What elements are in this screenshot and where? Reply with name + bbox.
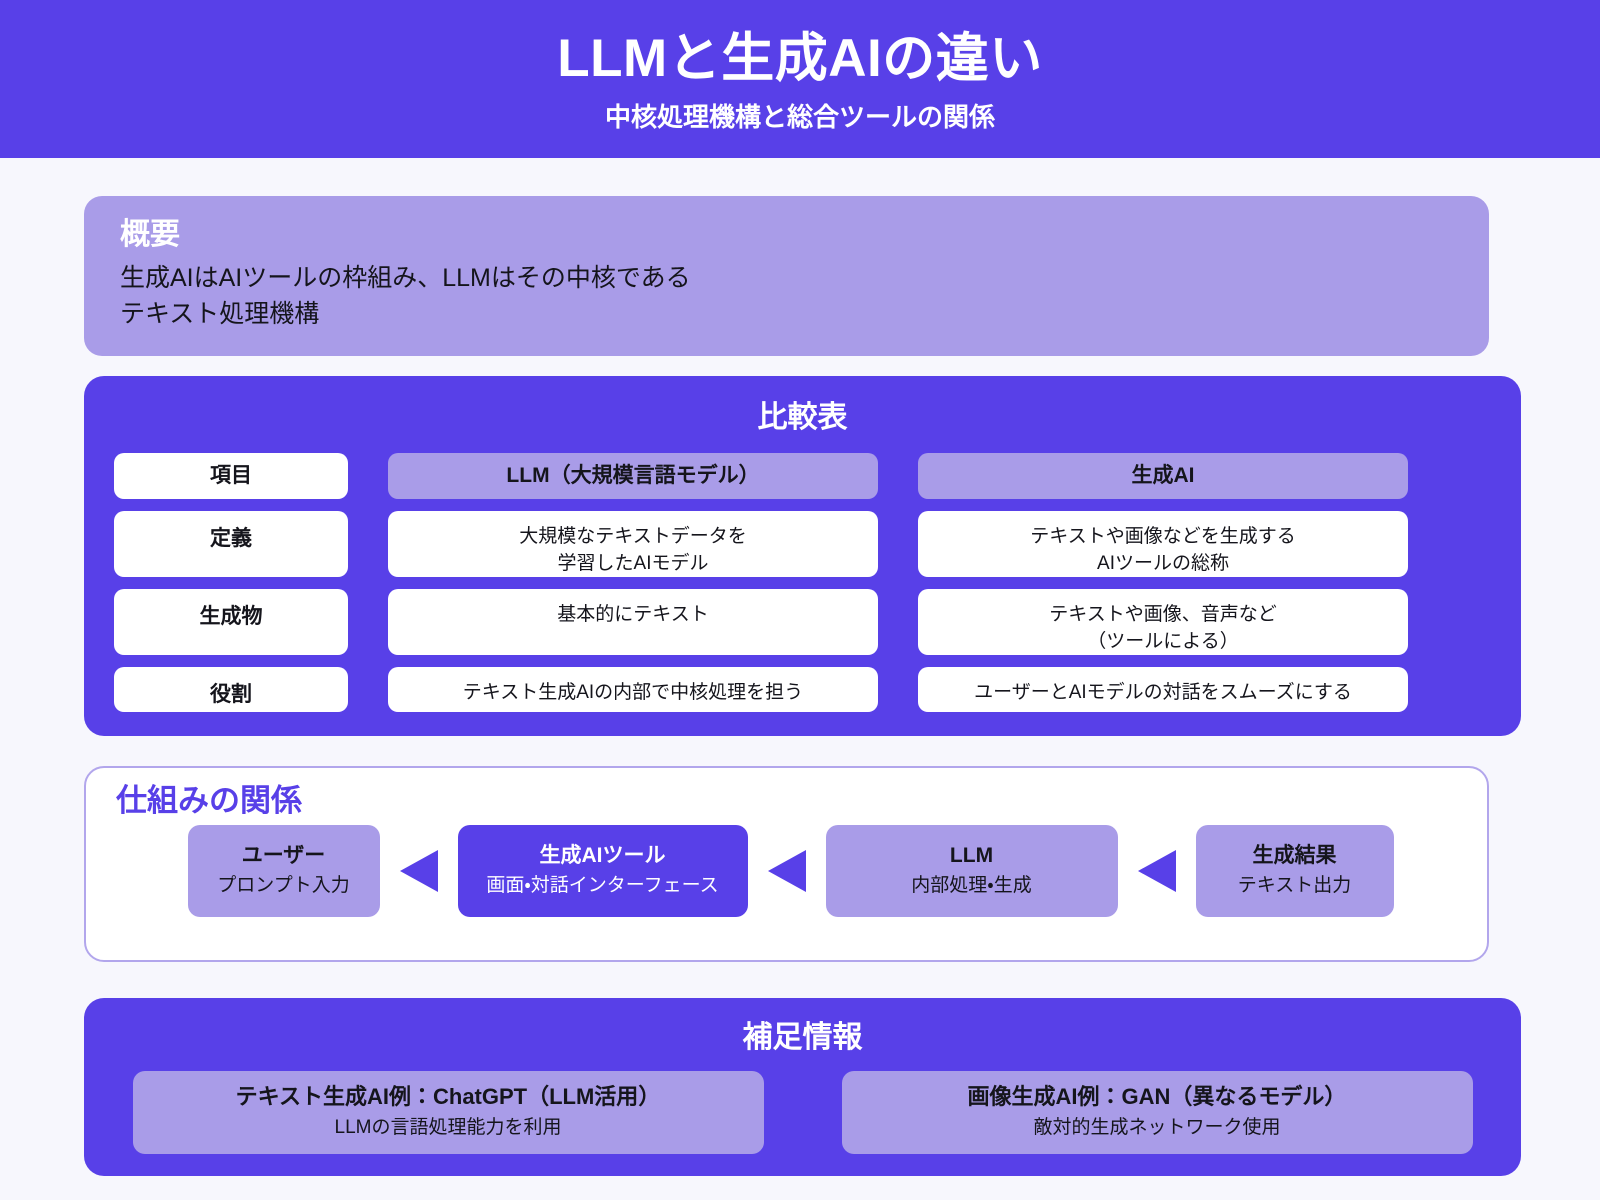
table-row: 役割 テキスト生成AIの内部で中核処理を担う ユーザーとAIモデルの対話をスムー… — [114, 667, 1491, 712]
comparison-table: 項目 LLM（大規模言語モデル） 生成AI 定義 大規模なテキストデータを 学習… — [114, 453, 1491, 712]
table-row: 定義 大規模なテキストデータを 学習したAIモデル テキストや画像などを生成する… — [114, 511, 1491, 577]
flow-step-subtitle: 内部処理・生成 — [911, 875, 1032, 897]
table-row-label: 生成物 — [114, 589, 348, 655]
table-header-genai: 生成AI — [918, 453, 1408, 499]
table-header-llm: LLM（大規模言語モデル） — [388, 453, 878, 499]
page-header: LLMと生成AIの違い 中核処理機構と総合ツールの関係 — [0, 0, 1600, 158]
flow-step-title: 生成結果 — [1252, 844, 1337, 868]
supplement-card-subtitle: 敵対的生成ネットワーク使用 — [1033, 1116, 1281, 1138]
supplement-card-list: テキスト生成AI例：ChatGPT（LLM活用） LLMの言語処理能力を利用 画… — [114, 1071, 1491, 1155]
flow-step-subtitle: プロンプト入力 — [217, 875, 350, 897]
supplement-panel: 補足情報 テキスト生成AI例：ChatGPT（LLM活用） LLMの言語処理能力… — [84, 998, 1521, 1177]
overview-card: 概要 生成AIはAIツールの枠組み、LLMはその中核である テキスト処理機構 — [84, 196, 1489, 356]
mechanism-title: 仕組みの関係 — [116, 783, 302, 818]
table-row-label: 役割 — [114, 667, 348, 712]
mechanism-panel: 仕組みの関係 ユーザー プロンプト入力 生成AIツール 画面・対話インターフェー… — [84, 766, 1489, 962]
supplement-card-image-genai: 画像生成AI例：GAN（異なるモデル） 敵対的生成ネットワーク使用 — [841, 1071, 1473, 1155]
overview-body: 生成AIはAIツールの枠組み、LLMはその中核である テキスト処理機構 — [120, 263, 691, 328]
flow-step-genai-tool: 生成AIツール 画面・対話インターフェース — [457, 825, 748, 918]
supplement-card-text-genai: テキスト生成AI例：ChatGPT（LLM活用） LLMの言語処理能力を利用 — [132, 1071, 764, 1155]
flow-step-user: ユーザー プロンプト入力 — [187, 825, 380, 918]
page-title: LLMと生成AIの違い — [557, 28, 1043, 88]
supplement-title: 補足情報 — [742, 1021, 863, 1054]
table-header-item: 項目 — [114, 453, 348, 499]
table-cell-llm: 大規模なテキストデータを 学習したAIモデル — [388, 511, 878, 577]
table-cell-genai: ユーザーとAIモデルの対話をスムーズにする — [918, 667, 1408, 712]
supplement-card-title: テキスト生成AI例：ChatGPT（LLM活用） — [235, 1084, 661, 1109]
mechanism-flow-chain: ユーザー プロンプト入力 生成AIツール 画面・対話インターフェース LLM 内… — [116, 825, 1465, 918]
flow-step-title: ユーザー — [241, 844, 326, 868]
supplement-card-subtitle: LLMの言語処理能力を利用 — [334, 1116, 562, 1138]
table-cell-genai: テキストや画像、音声など （ツールによる） — [918, 589, 1408, 655]
page-subtitle: 中核処理機構と総合ツールの関係 — [604, 102, 995, 133]
table-row: 生成物 基本的にテキスト テキストや画像、音声など （ツールによる） — [114, 589, 1491, 655]
flow-step-title: 生成AIツール — [539, 844, 666, 868]
overview-title: 概要 — [120, 218, 180, 251]
flow-step-subtitle: テキスト出力 — [1237, 875, 1352, 897]
flow-step-llm: LLM 内部処理・生成 — [825, 825, 1118, 918]
flow-step-subtitle: 画面・対話インターフェース — [486, 875, 719, 897]
arrow-left-icon — [767, 850, 806, 893]
table-cell-llm: 基本的にテキスト — [388, 589, 878, 655]
arrow-left-icon — [1137, 850, 1176, 893]
supplement-card-title: 画像生成AI例：GAN（異なるモデル） — [967, 1084, 1347, 1109]
table-cell-llm: テキスト生成AIの内部で中核処理を担う — [388, 667, 878, 712]
table-cell-genai: テキストや画像などを生成する AIツールの総称 — [918, 511, 1408, 577]
comparison-table-title: 比較表 — [757, 401, 848, 434]
table-header-row: 項目 LLM（大規模言語モデル） 生成AI — [114, 453, 1491, 499]
arrow-left-icon — [399, 850, 438, 893]
table-row-label: 定義 — [114, 511, 348, 577]
flow-step-result: 生成結果 テキスト出力 — [1195, 825, 1394, 918]
comparison-table-panel: 比較表 項目 LLM（大規模言語モデル） 生成AI 定義 大規模なテキストデータ… — [84, 376, 1521, 736]
flow-step-title: LLM — [949, 844, 994, 868]
